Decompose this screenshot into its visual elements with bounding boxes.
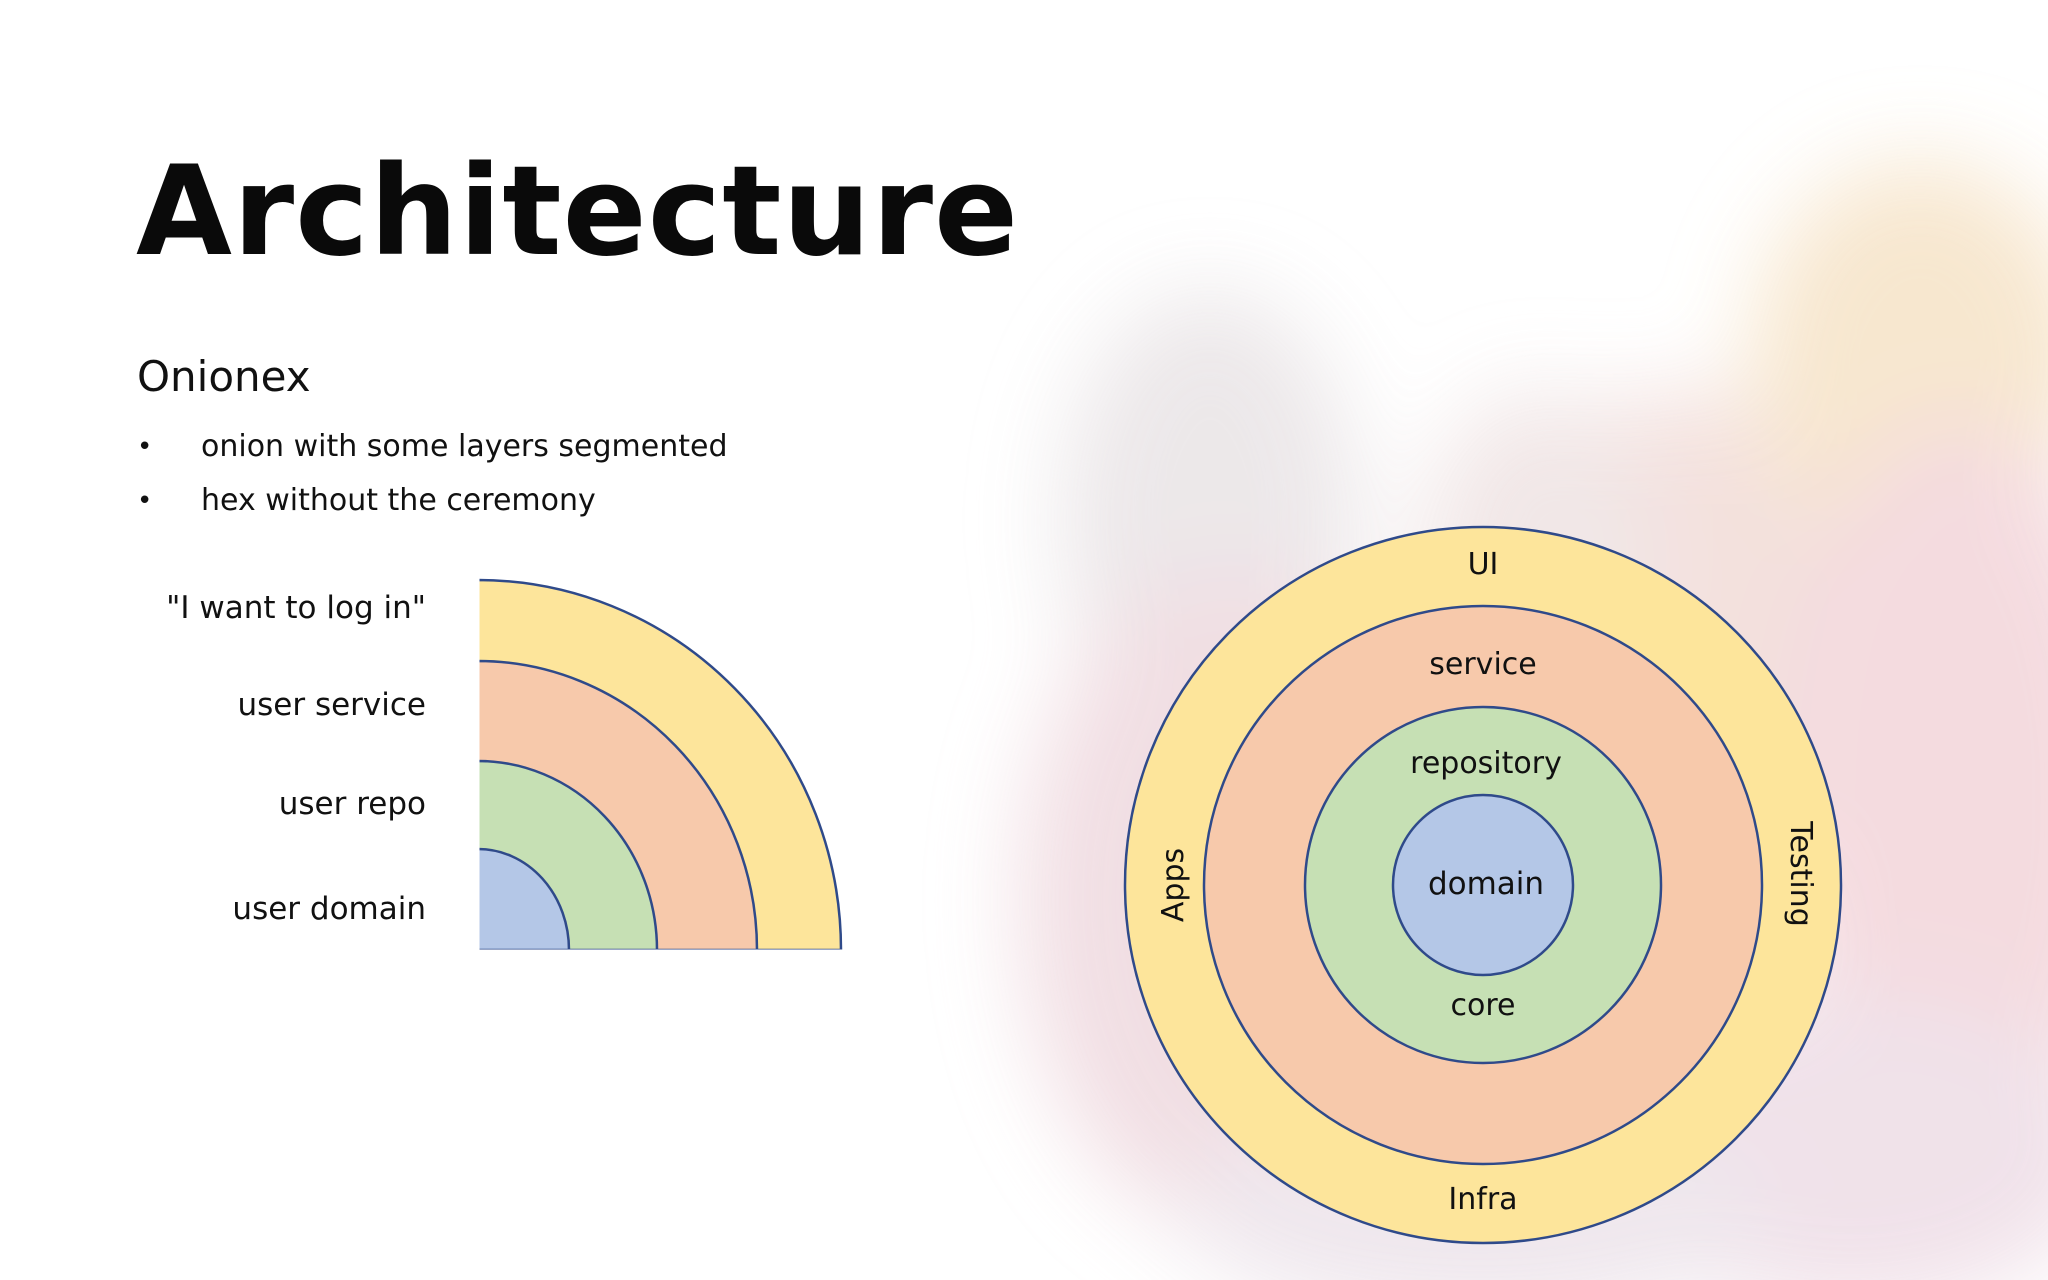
quarter-layer-blue: [476, 847, 571, 952]
ring-label-ui: UI: [1468, 547, 1499, 582]
quarter-label-service: user service: [237, 687, 426, 723]
center-label-domain: domain: [1428, 866, 1544, 902]
subtitle: Onionex: [137, 352, 311, 401]
ring-label-repository: repository: [1410, 746, 1562, 781]
bullet-list: •onion with some layers segmented •hex w…: [137, 420, 728, 528]
ring-label-apps: Apps: [1156, 848, 1191, 922]
domain-circle: [1391, 793, 1575, 977]
quarter-label-repo: user repo: [278, 786, 426, 822]
ring-label-core: core: [1451, 988, 1516, 1023]
bullet-item: •hex without the ceremony: [137, 474, 728, 528]
bullet-dot-icon: •: [137, 432, 153, 462]
bullet-item: •onion with some layers segmented: [137, 420, 728, 474]
quarter-label-request: "I want to log in": [166, 590, 426, 626]
ring-label-service: service: [1429, 647, 1536, 682]
ring-label-infra: Infra: [1448, 1182, 1517, 1217]
ring-label-testing: Testing: [1783, 820, 1818, 926]
bullet-dot-icon: •: [137, 486, 153, 516]
page-title: Architecture: [136, 140, 1020, 284]
quarter-label-domain: user domain: [232, 891, 426, 927]
